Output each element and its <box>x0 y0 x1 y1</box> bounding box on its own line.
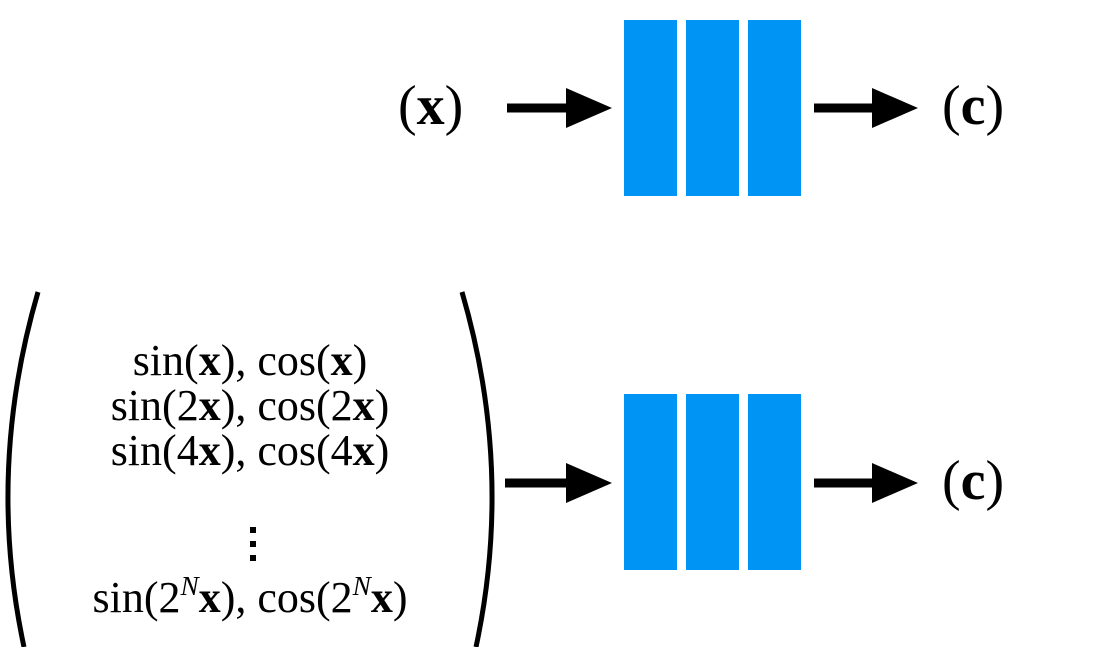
encoding-term: x <box>198 426 221 475</box>
encoding-term: x <box>370 573 393 622</box>
network-layer-1 <box>624 20 677 196</box>
encoding-row: sin(4x), cos(4x) <box>38 428 462 473</box>
encoding-term: 2 <box>330 573 353 622</box>
encoding-row: sin(2Nx), cos(2Nx) <box>38 572 462 622</box>
output-variable: c <box>960 75 986 137</box>
encoding-term: ), cos( <box>220 381 331 430</box>
open-paren: ( <box>398 75 417 137</box>
encoding-term: x <box>352 381 375 430</box>
bottom-input-arrow <box>505 463 612 503</box>
output-variable: c <box>960 450 986 512</box>
bottom-network <box>624 394 801 570</box>
encoding-term: N <box>352 571 371 602</box>
network-layer-3 <box>748 394 801 570</box>
top-input-label: (x) <box>398 78 463 134</box>
left-big-paren <box>5 291 41 647</box>
positional-encoding-last-row-wrap: sin(2Nx), cos(2Nx) <box>38 572 462 622</box>
encoding-term: sin( <box>110 426 177 475</box>
vertical-ellipsis <box>250 527 256 561</box>
encoding-term: ), cos( <box>220 336 331 385</box>
close-paren: ) <box>985 450 1005 512</box>
encoding-row: sin(x), cos(x) <box>38 338 462 383</box>
encoding-term: sin( <box>110 381 177 430</box>
encoding-term: ), cos( <box>220 573 331 622</box>
network-layer-1 <box>624 394 677 570</box>
encoding-term: N <box>180 571 199 602</box>
close-paren: ) <box>985 75 1005 137</box>
bottom-output-label: (c) <box>942 453 1004 509</box>
positional-encoding-vector: sin(x), cos(x) sin(2x), cos(2x) sin(4x),… <box>38 338 462 473</box>
encoding-term: sin( <box>92 573 159 622</box>
encoding-row: sin(2x), cos(2x) <box>38 383 462 428</box>
network-layer-2 <box>686 20 739 196</box>
network-layer-2 <box>686 394 739 570</box>
bottom-output-arrow <box>814 463 918 503</box>
close-paren: ) <box>444 75 464 137</box>
encoding-term: ) <box>392 573 408 622</box>
encoding-term: 2 <box>158 573 181 622</box>
open-paren: ( <box>942 450 961 512</box>
encoding-term: x <box>198 573 221 622</box>
encoding-term: x <box>198 336 221 385</box>
open-paren: ( <box>942 75 961 137</box>
top-input-arrow <box>507 88 612 128</box>
encoding-term: ), cos( <box>220 426 331 475</box>
encoding-term: x <box>330 336 353 385</box>
network-layer-3 <box>748 20 801 196</box>
encoding-term: ) <box>374 426 390 475</box>
top-network <box>624 20 801 196</box>
encoding-term: x <box>198 381 221 430</box>
encoding-term: ) <box>374 381 390 430</box>
encoding-term: 4 <box>330 426 353 475</box>
encoding-term: ) <box>352 336 368 385</box>
top-output-label: (c) <box>942 78 1004 134</box>
encoding-term: 4 <box>176 426 199 475</box>
encoding-term: 2 <box>330 381 353 430</box>
encoding-term: x <box>352 426 375 475</box>
top-output-arrow <box>814 88 918 128</box>
encoding-term: sin( <box>132 336 199 385</box>
encoding-term: 2 <box>176 381 199 430</box>
right-big-paren <box>459 291 495 647</box>
input-variable: x <box>416 75 445 137</box>
